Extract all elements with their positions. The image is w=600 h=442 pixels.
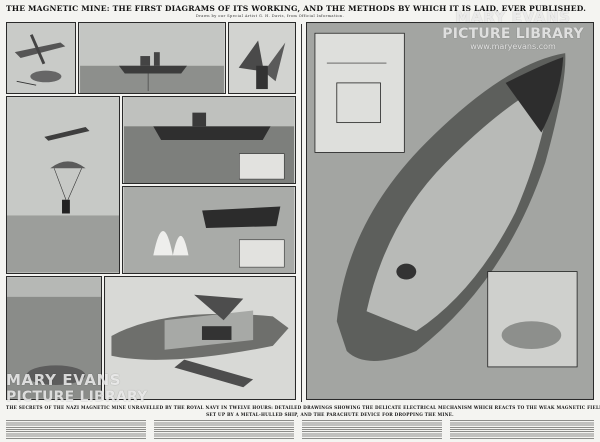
panel-bomber-cutaway bbox=[104, 276, 296, 400]
panel-explosion bbox=[122, 186, 296, 274]
watermark-line-2: PICTURE LIBRARY bbox=[442, 26, 584, 42]
parachute-mine-illustration bbox=[229, 23, 295, 93]
seabed-mine-illustration bbox=[7, 277, 101, 399]
laying-method-illustration bbox=[7, 97, 119, 273]
panel-ship-sea bbox=[78, 22, 226, 94]
aircraft-illustration bbox=[7, 23, 75, 93]
bomber-cutaway-illustration bbox=[105, 277, 295, 399]
ship-approach-illustration bbox=[123, 97, 295, 183]
headline: THE MAGNETIC MINE: THE FIRST DIAGRAMS OF… bbox=[6, 4, 587, 13]
mine-cutaway-illustration bbox=[307, 23, 593, 399]
panel-laying-method bbox=[6, 96, 120, 274]
watermark-url: www.maryevans.com bbox=[470, 42, 556, 51]
watermark-bottom-line-2: PICTURE LIBRARY bbox=[6, 389, 148, 405]
page-gutter bbox=[301, 24, 302, 402]
body-text-column-4 bbox=[450, 419, 594, 440]
panel-mine-on-seabed bbox=[6, 276, 102, 400]
caption-line-2: SET UP BY A METAL-HULLED SHIP, AND THE P… bbox=[206, 412, 454, 417]
caption-line-1: THE SECRETS OF THE NAZI MAGNETIC MINE UN… bbox=[6, 405, 600, 410]
panel-mine-cutaway bbox=[306, 22, 594, 400]
panel-aircraft-dropping bbox=[6, 22, 76, 94]
watermark-top-right: MARY EVANS PICTURE LIBRARY www.maryevans… bbox=[434, 9, 592, 61]
explosion-illustration bbox=[123, 187, 295, 273]
body-text-column-3 bbox=[302, 419, 442, 440]
body-text-column-2 bbox=[154, 419, 294, 440]
ship-at-sea-illustration bbox=[80, 23, 224, 93]
body-text-column-1 bbox=[6, 419, 146, 440]
panel-ship-approach bbox=[122, 96, 296, 184]
watermark-bottom-line-1: MARY EVANS bbox=[6, 371, 122, 389]
panel-parachute-detail bbox=[228, 22, 296, 94]
watermark-line-1: MARY EVANS bbox=[455, 8, 571, 26]
byline: Drawn by our Special Artist G. H. Davis,… bbox=[195, 14, 345, 18]
watermark-bottom-left: MARY EVANS PICTURE LIBRARY bbox=[6, 372, 164, 424]
